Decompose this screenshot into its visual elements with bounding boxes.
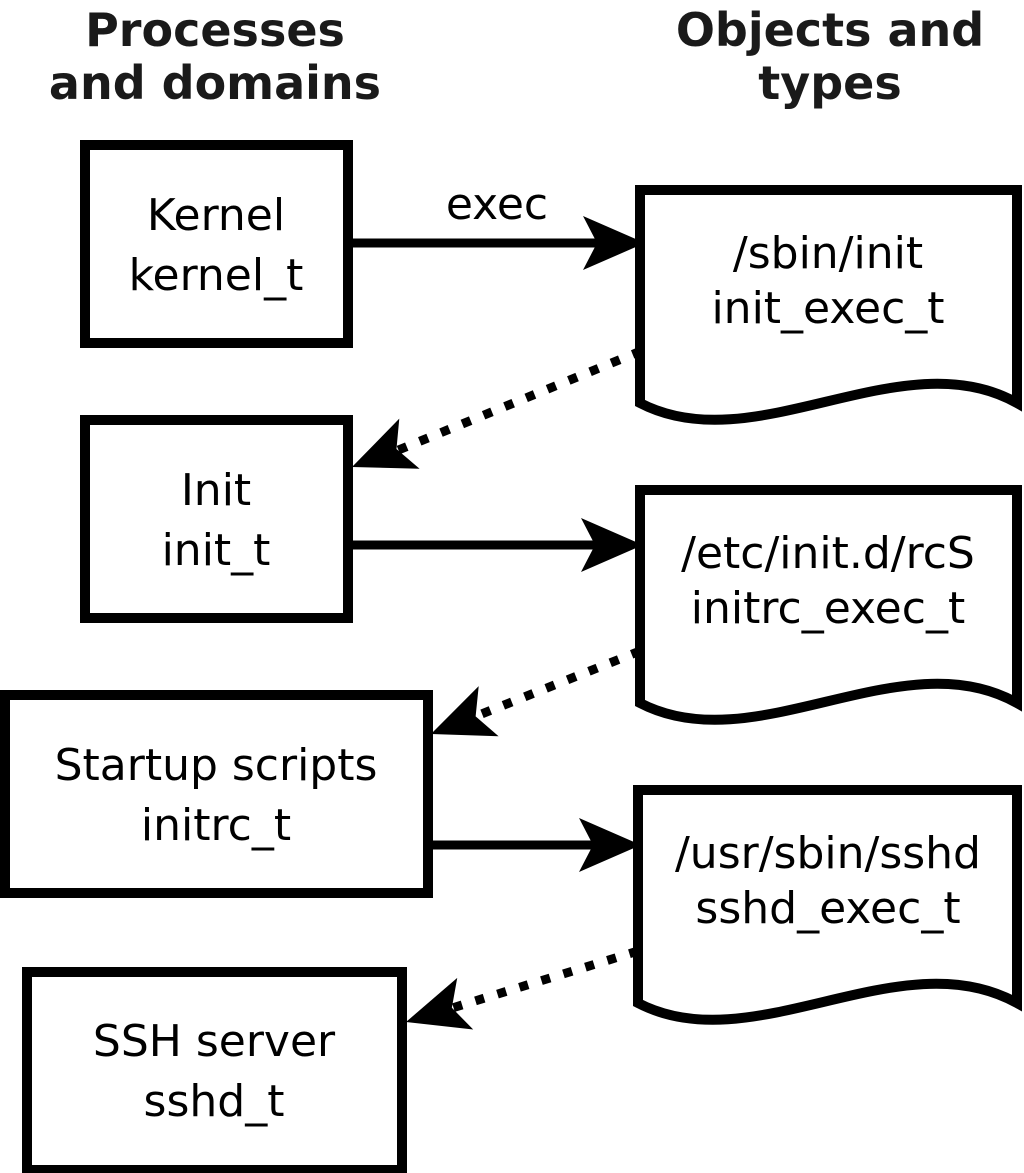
- process-box-kernel-line2: kernel_t: [129, 250, 304, 301]
- object-doc-initrc-exec: /etc/init.d/rcS initrc_exec_t: [635, 485, 1022, 725]
- object-doc-initrc-exec-shape: [635, 485, 1022, 725]
- process-box-init: Init init_t: [80, 415, 353, 623]
- transition-arrow-initrc-line: [472, 646, 642, 722]
- left-column-header-line1: Processes: [85, 3, 345, 57]
- process-box-kernel-rect: [80, 140, 353, 348]
- exec-arrow-initrc-to-sshd-exec: [428, 818, 641, 872]
- exec-arrow-label: exec: [446, 179, 548, 230]
- process-box-init-line2: init_t: [162, 525, 271, 576]
- process-box-init-rect: [80, 415, 353, 623]
- process-box-initrc-line1: Startup scripts: [55, 740, 378, 791]
- object-doc-sshd-exec-line2: sshd_exec_t: [695, 883, 960, 934]
- process-box-initrc: Startup scripts initrc_t: [0, 690, 433, 898]
- left-column-header-line2: and domains: [49, 56, 381, 110]
- object-doc-init-exec-line2: init_exec_t: [711, 283, 944, 334]
- exec-arrow-initrc-head-icon: [579, 818, 641, 872]
- exec-arrow-kernel-head-icon: [583, 216, 645, 270]
- process-box-sshd-line1: SSH server: [93, 1016, 336, 1067]
- process-box-initrc-rect: [0, 690, 433, 898]
- process-box-kernel: Kernel kernel_t: [80, 140, 353, 348]
- object-doc-init-exec: /sbin/init init_exec_t: [635, 185, 1022, 425]
- right-column-header-line1: Objects and: [676, 3, 984, 57]
- object-doc-initrc-exec-line2: initrc_exec_t: [691, 583, 965, 634]
- object-doc-sshd-exec: /usr/sbin/sshd sshd_exec_t: [633, 785, 1022, 1025]
- process-box-sshd-line2: sshd_t: [144, 1076, 285, 1127]
- transition-arrow-init-exec-to-init: [352, 346, 643, 469]
- process-box-initrc-line2: initrc_t: [141, 800, 291, 851]
- transition-arrow-sshd-head-icon: [406, 977, 474, 1030]
- transition-arrow-initrc-exec-to-initrc: [431, 646, 642, 737]
- object-doc-sshd-exec-shape: [633, 785, 1022, 1025]
- process-box-sshd-rect: [22, 967, 407, 1173]
- process-box-sshd: SSH server sshd_t: [22, 967, 407, 1173]
- exec-arrow-init-head-icon: [581, 518, 643, 572]
- process-box-init-line1: Init: [181, 465, 251, 516]
- transition-arrow-sshd-exec-to-sshd: [406, 946, 640, 1030]
- transition-arrow-sshd-line: [447, 946, 640, 1014]
- object-doc-init-exec-line1: /sbin/init: [733, 228, 923, 279]
- transition-arrow-initrc-head-icon: [431, 686, 499, 737]
- right-column-header-line2: types: [758, 56, 901, 110]
- transition-arrow-init-line: [394, 346, 643, 456]
- exec-arrow-kernel-to-init-exec: exec: [350, 179, 645, 270]
- object-doc-initrc-exec-line1: /etc/init.d/rcS: [681, 528, 975, 579]
- transition-arrow-init-head-icon: [352, 418, 420, 469]
- process-box-kernel-line1: Kernel: [147, 190, 285, 241]
- object-doc-sshd-exec-line1: /usr/sbin/sshd: [675, 828, 981, 879]
- exec-arrow-init-to-initrc-exec: [350, 518, 643, 572]
- object-doc-init-exec-shape: [635, 185, 1022, 425]
